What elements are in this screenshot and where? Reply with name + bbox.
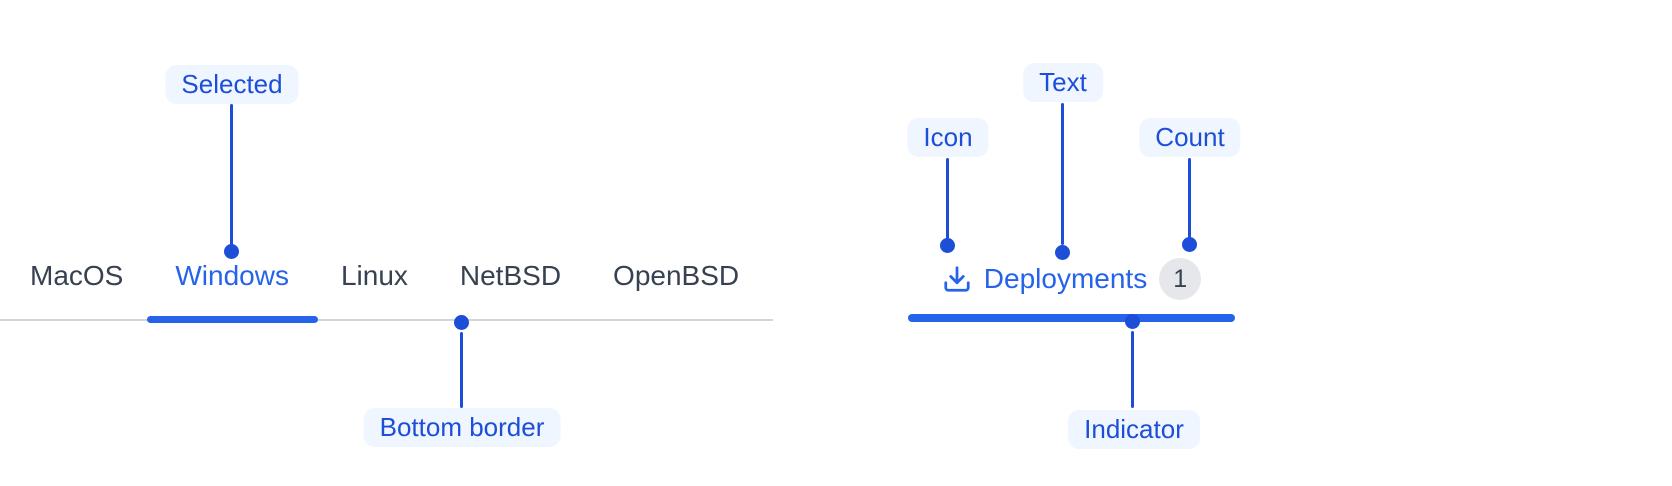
- annotation-selected-dot: [224, 244, 239, 259]
- annotation-bottom-border-label: Bottom border: [363, 408, 561, 447]
- annotation-text-label: Text: [1023, 63, 1103, 102]
- active-tab-underline: [147, 316, 318, 323]
- annotation-selected-label: Selected: [165, 65, 299, 104]
- annotation-selected-line: [230, 104, 233, 245]
- os-tabbar: MacOS Windows Linux NetBSD OpenBSD: [4, 258, 765, 294]
- annotation-bottom-border-line: [460, 332, 463, 408]
- annotation-icon-label: Icon: [907, 118, 989, 157]
- tab-deployments-content: Deployments 1: [908, 252, 1235, 306]
- tab-windows[interactable]: Windows: [175, 260, 289, 291]
- annotation-icon-line: [946, 158, 949, 240]
- tabbar-bottom-border: [0, 319, 773, 321]
- tab-netbsd[interactable]: NetBSD: [459, 260, 562, 291]
- tab-deployments[interactable]: Deployments 1: [908, 252, 1235, 322]
- tab-deployments-label: Deployments: [983, 263, 1148, 294]
- annotation-text-dot: [1055, 245, 1070, 260]
- annotation-icon-dot: [940, 238, 955, 253]
- download-icon: [944, 266, 970, 292]
- annotation-indicator-label: Indicator: [1068, 410, 1200, 449]
- annotation-indicator-line: [1131, 331, 1134, 408]
- count-badge: 1: [1159, 258, 1202, 300]
- annotation-count-line: [1188, 158, 1191, 238]
- annotation-bottom-border-dot: [454, 315, 469, 330]
- annotation-count-label: Count: [1139, 118, 1241, 157]
- annotation-indicator-dot: [1125, 314, 1140, 329]
- tab-linux[interactable]: Linux: [340, 260, 408, 291]
- tab-openbsd[interactable]: OpenBSD: [613, 260, 740, 291]
- tab-macos[interactable]: MacOS: [30, 260, 124, 291]
- active-tab-indicator: [908, 314, 1235, 322]
- annotation-text-line: [1061, 103, 1064, 245]
- annotation-count-dot: [1182, 237, 1197, 252]
